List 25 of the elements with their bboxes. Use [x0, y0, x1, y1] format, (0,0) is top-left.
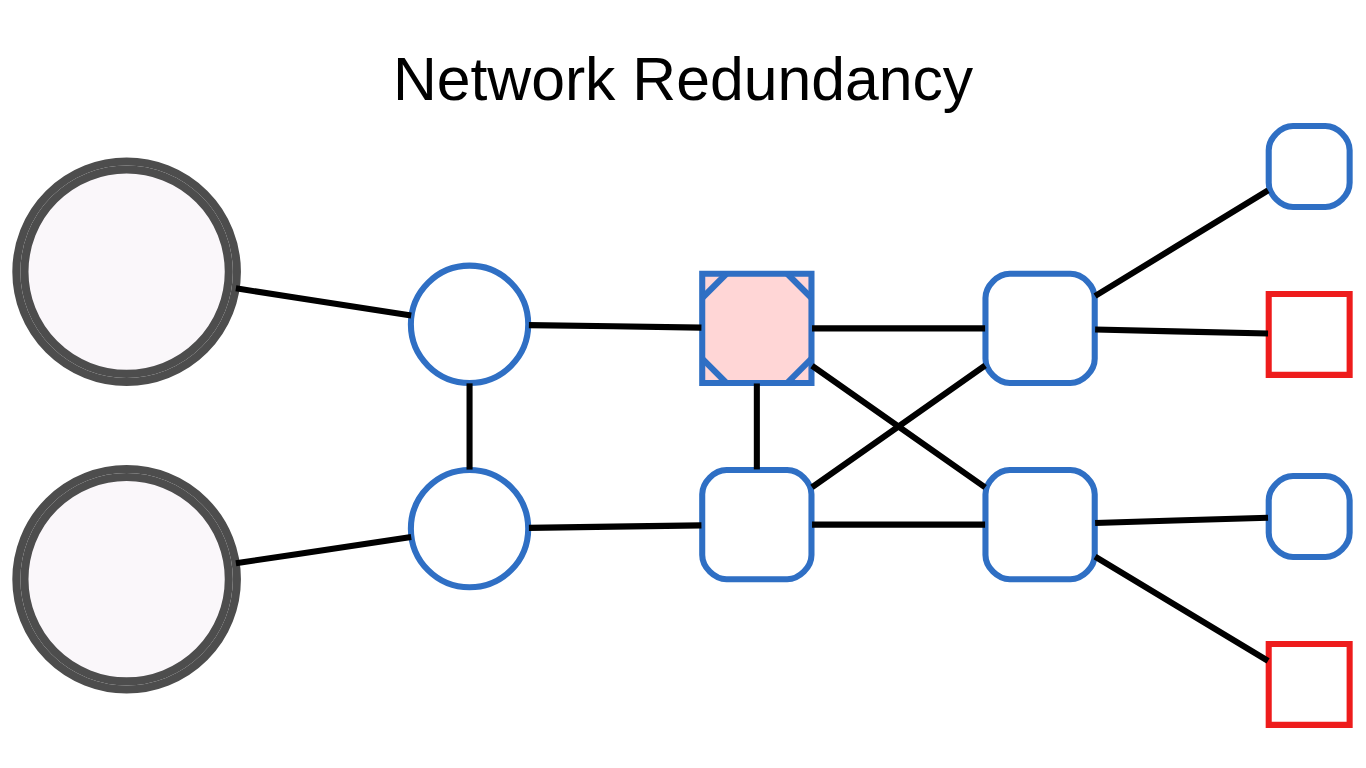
- connector: [235, 285, 412, 319]
- node-box: [699, 466, 815, 583]
- connector: [235, 534, 412, 567]
- connector: [812, 521, 986, 528]
- connector: [1093, 553, 1270, 664]
- connector: [528, 522, 702, 531]
- connector: [1095, 514, 1269, 527]
- connector: [812, 325, 986, 332]
- node-box: [1265, 123, 1353, 210]
- node-circle: [407, 262, 532, 387]
- connector: [753, 383, 760, 470]
- node-cloud: [12, 157, 241, 387]
- node-box: [982, 466, 1098, 583]
- node-circle: [407, 466, 532, 591]
- connector: [528, 322, 702, 331]
- connector: [1093, 187, 1270, 299]
- connector: [810, 363, 987, 490]
- connector: [466, 383, 473, 470]
- node-box: [1265, 473, 1353, 560]
- node-box: [1265, 640, 1353, 728]
- node-cloud: [12, 464, 241, 694]
- node-box: [982, 270, 1098, 387]
- diagram-title: Network Redundancy: [392, 44, 974, 113]
- node-box: [1265, 290, 1353, 378]
- connector: [1095, 326, 1269, 337]
